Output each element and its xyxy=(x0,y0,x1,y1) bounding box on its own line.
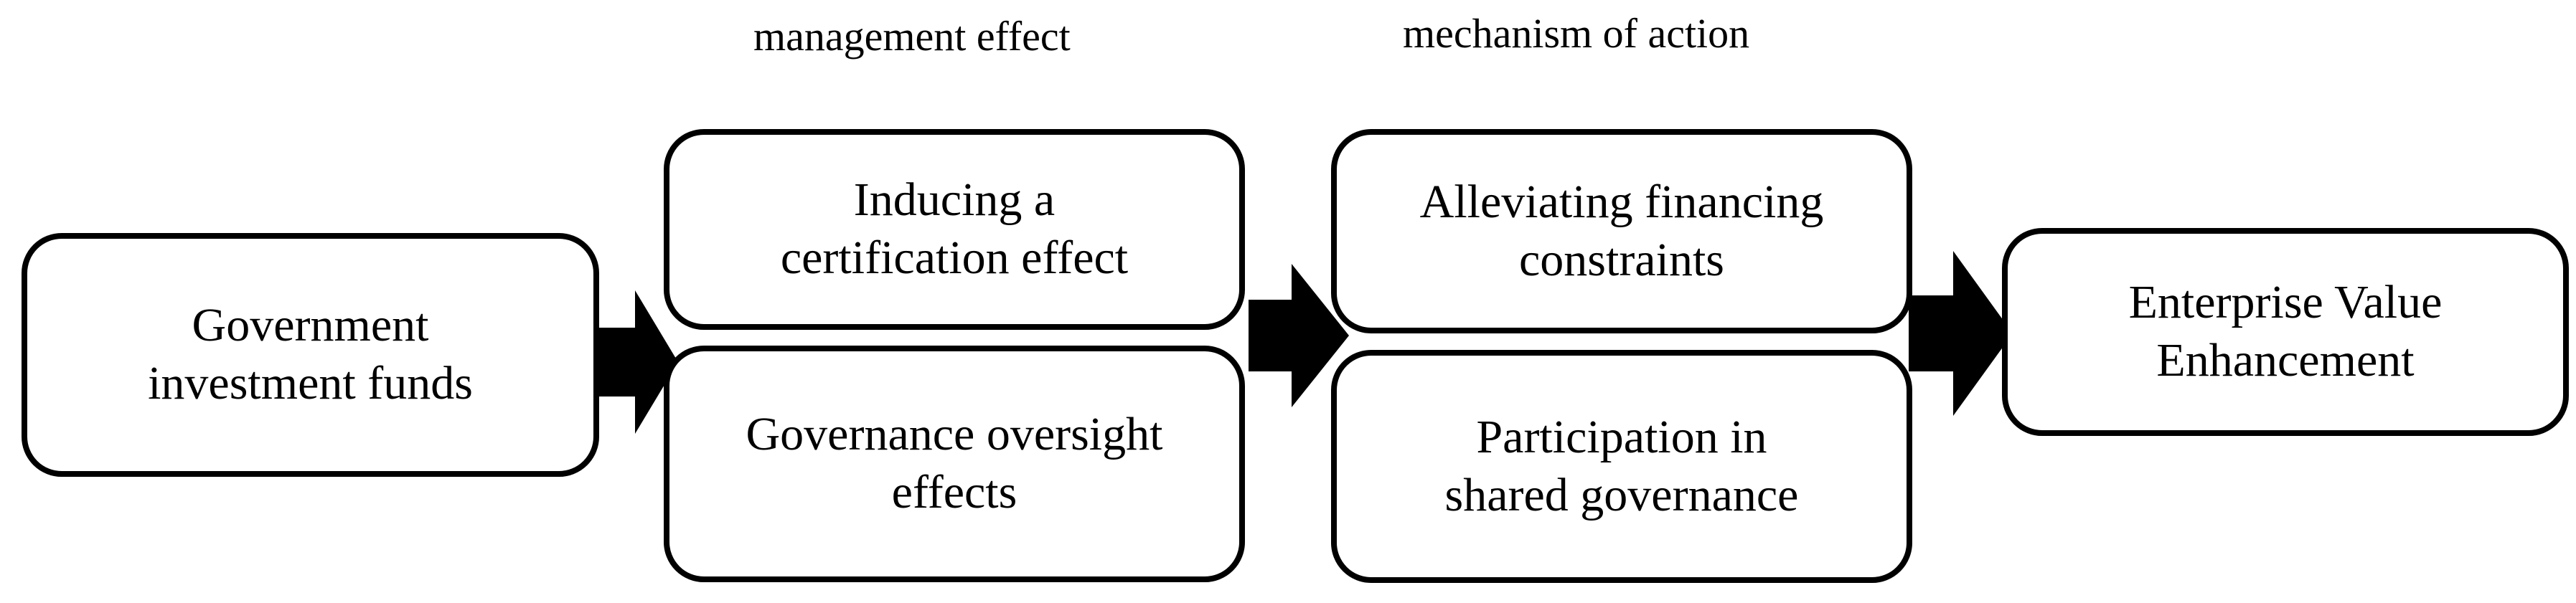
box-alleviating-financing-constraints-line-1: Alleviating financing xyxy=(1419,175,1824,228)
box-governance-oversight-effects-line-1: Governance oversight xyxy=(746,408,1163,461)
box-participation-shared-governance-line-2: shared governance xyxy=(1444,468,1799,521)
box-participation-shared-governance-line-1: Participation in xyxy=(1476,410,1767,463)
header-mechanism-of-action: mechanism of action xyxy=(1403,10,1750,57)
box-governance-oversight-effects-line-2: effects xyxy=(891,466,1017,518)
arrow-effects-to-mechanisms xyxy=(1249,264,1349,407)
box-governance-oversight-effects: Governance oversight effects xyxy=(664,346,1245,582)
box-government-investment-funds-line-2: investment funds xyxy=(148,357,473,409)
box-enterprise-value-enhancement-line-1: Enterprise Value xyxy=(2128,276,2443,329)
box-government-investment-funds-line-1: Government xyxy=(192,299,429,352)
box-participation-shared-governance: Participation in shared governance xyxy=(1331,350,1912,583)
box-inducing-certification-effect-line-1: Inducing a xyxy=(853,174,1056,227)
box-enterprise-value-enhancement: Enterprise Value Enhancement xyxy=(2002,228,2569,436)
box-government-investment-funds: Government investment funds xyxy=(22,233,599,477)
box-enterprise-value-enhancement-line-2: Enhancement xyxy=(2156,334,2415,386)
box-alleviating-financing-constraints: Alleviating financing constraints xyxy=(1331,129,1912,333)
box-inducing-certification-effect-line-2: certification effect xyxy=(780,232,1129,284)
arrow-funds-to-effects xyxy=(596,290,678,434)
box-inducing-certification-effect: Inducing a certification effect xyxy=(664,129,1245,330)
box-alleviating-financing-constraints-line-2: constraints xyxy=(1519,233,1724,286)
arrow-mechanisms-to-value xyxy=(1909,251,2013,416)
header-management-effect: management effect xyxy=(753,13,1071,60)
